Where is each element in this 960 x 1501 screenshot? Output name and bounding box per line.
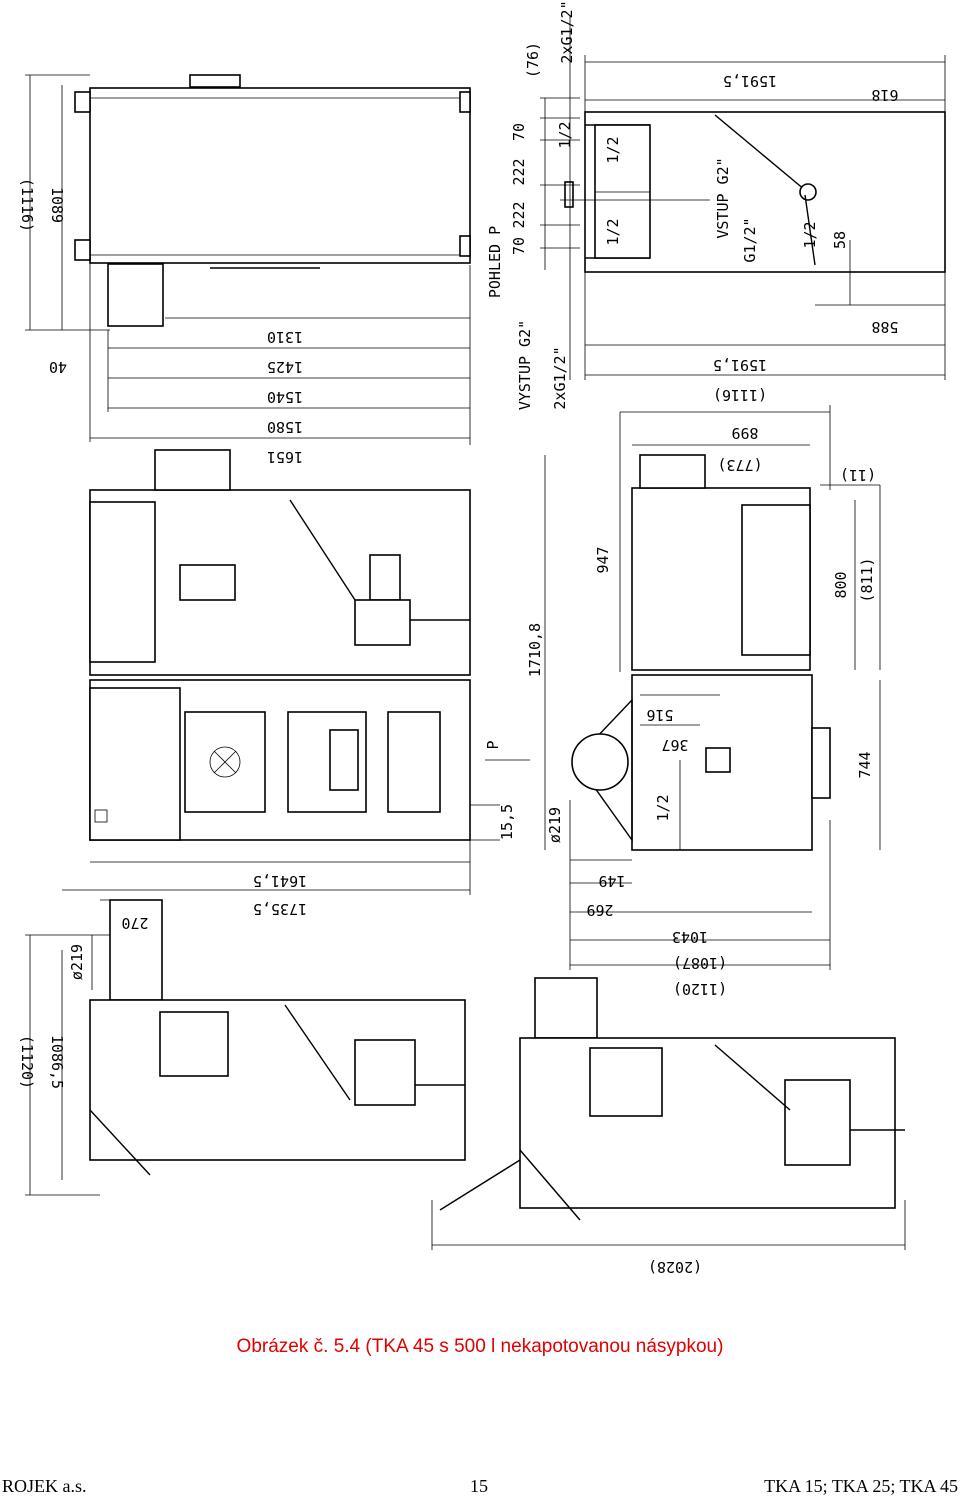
label-half-inch-a: 1/2 — [604, 136, 622, 163]
middle-right-view — [544, 454, 831, 851]
bottom-left-view — [89, 899, 466, 1176]
middle-right-dims: 899 (773) (11) 947 800 (811) 1710,8 516 … — [526, 405, 881, 998]
dim-618: 618 — [871, 86, 898, 104]
label-vystup-g2: VYSTUP G2" — [516, 320, 534, 410]
dim-1087: (1087) — [673, 954, 727, 972]
label-pohled-p: POHLED P — [486, 226, 504, 298]
dim-1641-5: 1641,5 — [253, 872, 307, 890]
label-half-inch-c: 1/2 — [801, 221, 819, 248]
middle-left-dims: P 15,5 1641,5 1735,5 — [62, 740, 530, 918]
dim-11: (11) — [840, 466, 876, 484]
dim-1043: 1043 — [672, 928, 708, 946]
dim-1116: (1116) — [18, 178, 36, 232]
dim-1120-b: (1120) — [18, 1035, 36, 1089]
dim-76: (76) — [524, 42, 542, 78]
right-rear-view — [560, 111, 946, 273]
label-vstup-g2: VSTUP G2" — [714, 157, 732, 238]
middle-left-view — [89, 449, 471, 676]
dim-516: 516 — [646, 706, 673, 724]
middle-left-front-view — [89, 679, 471, 841]
dim-1120: (1120) — [673, 980, 727, 998]
dim-2028: (2028) — [648, 1258, 702, 1276]
dim-588: 588 — [871, 318, 898, 336]
dim-800: 800 — [832, 571, 850, 598]
dim-1591-5-bottom: 1591,5 — [713, 356, 767, 374]
dim-1310: 1310 — [267, 328, 303, 346]
dim-1651: 1651 — [267, 448, 303, 466]
dim-70-a: 70 — [510, 123, 528, 141]
bottom-right-view — [439, 977, 905, 1221]
left-view-horizontal-dims: 1310 1425 1540 1580 1651 — [89, 263, 471, 466]
label-half-inch-e: 1/2 — [654, 794, 672, 821]
bottom-left-dims: 270 ø219 (1120) 1086,5 — [18, 899, 160, 1196]
dim-1086-5: 1086,5 — [48, 1035, 66, 1089]
dim-744: 744 — [856, 751, 874, 778]
dim-1425: 1425 — [267, 358, 303, 376]
dim-1710-8: 1710,8 — [526, 623, 544, 677]
footer-company: ROJEK a.s. — [2, 1476, 87, 1496]
dim-367: 367 — [661, 736, 688, 754]
dim-149: 149 — [598, 872, 625, 890]
dim-899: 899 — [731, 424, 758, 442]
technical-drawing: (1116) 1089 40 1310 1425 1540 1580 1651 — [18, 0, 946, 1276]
dim-222-a: 222 — [510, 158, 528, 185]
dim-15-5: 15,5 — [498, 804, 516, 840]
page-footer: ROJEK a.s. 15 TKA 15; TKA 25; TKA 45 — [0, 1476, 960, 1500]
label-half-inch-d: 1/2 — [556, 121, 574, 148]
dim-1591-5-top: 1591,5 — [723, 72, 777, 90]
right-rear-view-dims: (76) 2xG1/2" 1591,5 618 70 222 222 70 PO… — [486, 0, 946, 410]
dim-40: 40 — [49, 358, 67, 376]
dim-1735-5: 1735,5 — [253, 900, 307, 918]
dim-811: (811) — [858, 557, 876, 602]
dim-269: 269 — [586, 901, 613, 919]
dim-dia-219: ø219 — [546, 807, 564, 843]
figure-caption: Obrázek č. 5.4 (TKA 45 s 500 l nekapotov… — [236, 1336, 724, 1357]
footer-models: TKA 15; TKA 25; TKA 45 — [764, 1476, 958, 1496]
dim-947: 947 — [594, 546, 612, 573]
connection-2xg12-top: 2xG1/2" — [558, 0, 576, 63]
footer-page-number: 15 — [470, 1476, 488, 1496]
dim-773: (773) — [717, 456, 762, 474]
dim-70-b: 70 — [510, 237, 528, 255]
dim-58: 58 — [831, 231, 849, 249]
dim-1580: 1580 — [267, 418, 303, 436]
left-side-view — [74, 74, 471, 327]
dim-1116-right: (1116) — [713, 386, 767, 404]
label-half-inch-b: 1/2 — [604, 218, 622, 245]
dim-1089: 1089 — [48, 187, 66, 223]
label-p: P — [484, 740, 502, 749]
dim-270: 270 — [121, 914, 148, 932]
dim-dia-219-b: ø219 — [68, 944, 86, 980]
left-view-vertical-dims: (1116) 1089 40 — [18, 74, 110, 376]
dim-222-b: 222 — [510, 201, 528, 228]
dim-1540: 1540 — [267, 388, 303, 406]
bottom-right-dims: (2028) — [431, 1200, 906, 1276]
label-g12: G1/2" — [741, 217, 759, 262]
connection-2xg12-bottom: 2xG1/2" — [551, 346, 569, 409]
